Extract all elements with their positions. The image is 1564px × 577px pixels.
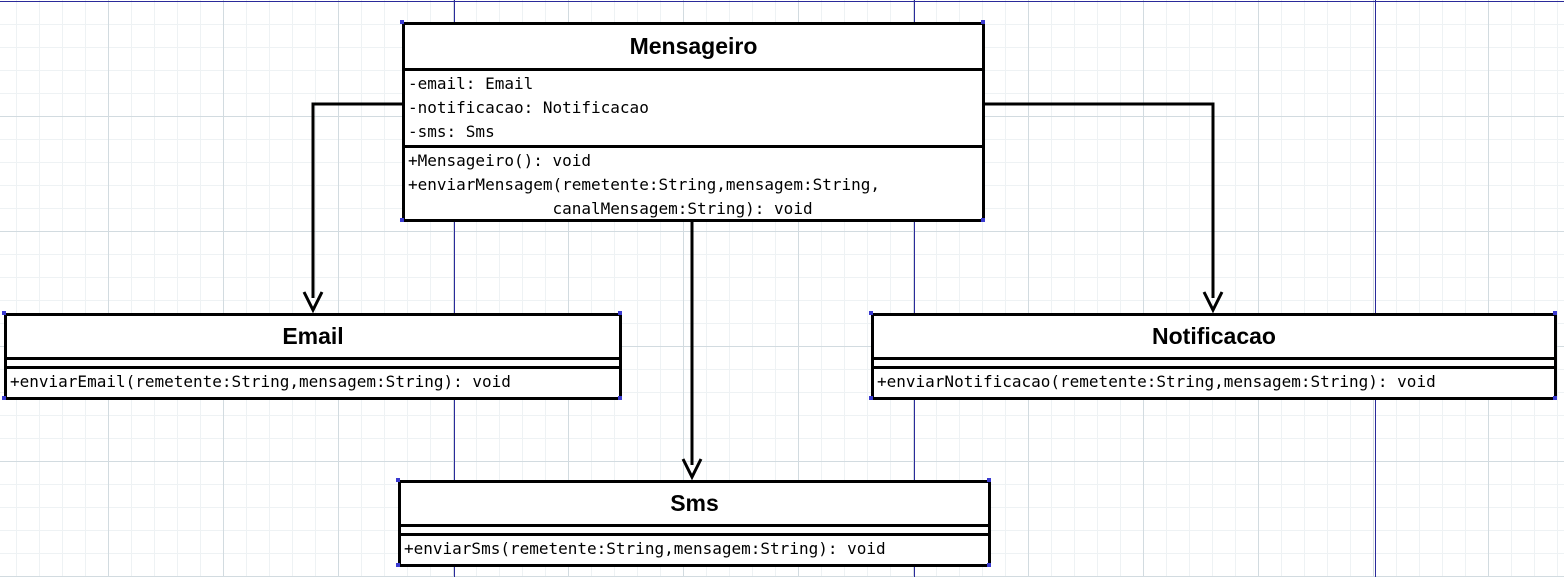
- class-name: Sms: [401, 483, 988, 527]
- resize-handle[interactable]: [987, 563, 991, 567]
- class-mensageiro[interactable]: Mensageiro -email: Email -notificacao: N…: [402, 22, 985, 222]
- attributes-section: -email: Email -notificacao: Notificacao …: [405, 71, 982, 148]
- attribute: -sms: Sms: [408, 122, 495, 141]
- resize-handle[interactable]: [396, 563, 400, 567]
- resize-handle[interactable]: [618, 311, 622, 315]
- arrowhead-email: [302, 291, 324, 314]
- method: canalMensagem:String): void: [408, 199, 813, 218]
- attribute: -email: Email: [408, 74, 534, 93]
- attributes-section: [7, 360, 619, 369]
- methods-section: +enviarEmail(remetente:String,mensagem:S…: [7, 369, 619, 395]
- page-boundary-line: [914, 0, 915, 577]
- class-name: Email: [7, 316, 619, 360]
- arrowhead-sms: [681, 458, 703, 481]
- resize-handle[interactable]: [981, 20, 985, 24]
- resize-handle[interactable]: [1553, 311, 1557, 315]
- attributes-section: [401, 527, 988, 536]
- attributes-section: [874, 360, 1554, 369]
- page-boundary-line: [0, 1, 1564, 2]
- method: +Mensageiro(): void: [408, 151, 592, 170]
- page-boundary-line: [454, 0, 455, 577]
- arrowhead-notificacao: [1202, 291, 1224, 314]
- method: +enviarMensagem(remetente:String,mensage…: [408, 175, 881, 194]
- method: +enviarNotificacao(remetente:String,mens…: [877, 372, 1436, 391]
- class-email[interactable]: Email +enviarEmail(remetente:String,mens…: [4, 313, 622, 400]
- class-sms[interactable]: Sms +enviarSms(remetente:String,mensagem…: [398, 480, 991, 567]
- resize-handle[interactable]: [2, 396, 6, 400]
- methods-section: +enviarSms(remetente:String,mensagem:Str…: [401, 536, 988, 562]
- resize-handle[interactable]: [1553, 396, 1557, 400]
- attribute: -notificacao: Notificacao: [408, 98, 649, 117]
- association-mensageiro-notificacao[interactable]: [984, 102, 1215, 298]
- association-mensageiro-email[interactable]: [311, 102, 404, 298]
- resize-handle[interactable]: [396, 478, 400, 482]
- method: +enviarSms(remetente:String,mensagem:Str…: [404, 539, 886, 558]
- resize-handle[interactable]: [987, 478, 991, 482]
- methods-section: +enviarNotificacao(remetente:String,mens…: [874, 369, 1554, 395]
- resize-handle[interactable]: [869, 396, 873, 400]
- resize-handle[interactable]: [981, 218, 985, 222]
- resize-handle[interactable]: [869, 311, 873, 315]
- resize-handle[interactable]: [2, 311, 6, 315]
- class-notificacao[interactable]: Notificacao +enviarNotificacao(remetente…: [871, 313, 1557, 400]
- resize-handle[interactable]: [400, 20, 404, 24]
- method: +enviarEmail(remetente:String,mensagem:S…: [10, 372, 511, 391]
- resize-handle[interactable]: [618, 396, 622, 400]
- methods-section: +Mensageiro(): void +enviarMensagem(reme…: [405, 148, 982, 222]
- class-name: Notificacao: [874, 316, 1554, 360]
- page-boundary-line: [1375, 0, 1376, 577]
- resize-handle[interactable]: [400, 218, 404, 222]
- class-name: Mensageiro: [405, 25, 982, 71]
